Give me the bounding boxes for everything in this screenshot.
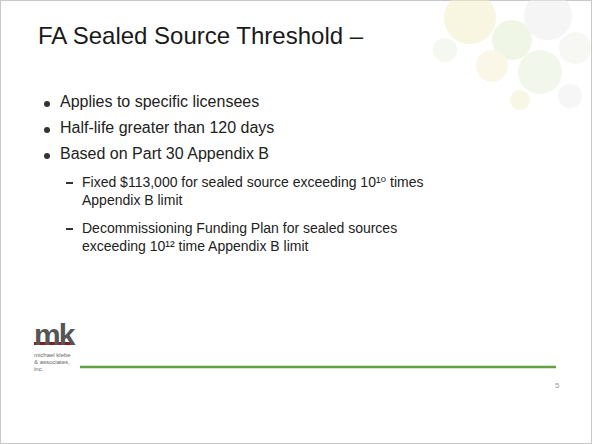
- sub-bullet-dash: [66, 228, 73, 230]
- bullet: [44, 127, 50, 133]
- slide-title: FA Sealed Source Threshold –: [38, 22, 363, 50]
- logo-mark: mk: [34, 320, 73, 350]
- bullet-text: Based on Part 30 Appendix B: [60, 145, 269, 163]
- page-number: 5: [555, 381, 559, 390]
- sub-bullet-text: Fixed $113,000 for sealed source exceedi…: [82, 173, 444, 209]
- bullet: [44, 153, 50, 159]
- bullet-text: Half-life greater than 120 days: [60, 119, 274, 137]
- logo-caption: michael klebe & associates, inc.: [34, 352, 74, 373]
- bullet-text: Applies to specific licensees: [60, 93, 259, 111]
- sub-bullet-dash: [66, 182, 73, 184]
- sub-bullet-text: Decommissioning Funding Plan for sealed …: [82, 219, 444, 255]
- bullet: [44, 101, 50, 107]
